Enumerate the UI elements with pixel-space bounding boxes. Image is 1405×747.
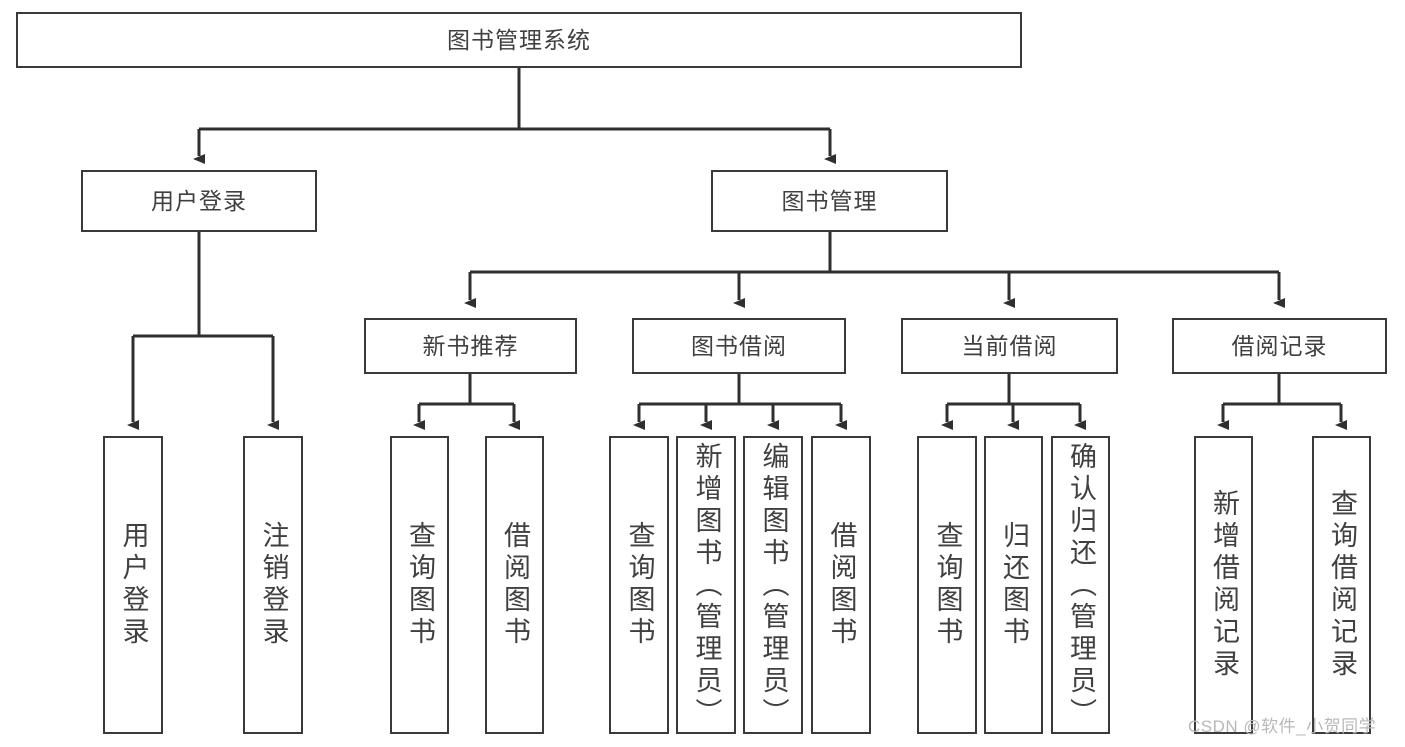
watermark: CSDN @软件_小贺同学: [1188, 717, 1377, 736]
node-label: 查询图书: [624, 521, 655, 649]
node-label: 图书管理系统: [447, 26, 591, 53]
leaf-new-book-query-book[interactable]: 查询图书: [390, 436, 449, 734]
node-label: 当前借阅: [961, 332, 1058, 359]
node-book-borrow[interactable]: 图书借阅: [632, 318, 846, 374]
leaf-borrow-records-query-record[interactable]: 查询借阅记录: [1312, 436, 1371, 734]
node-label: 查询借阅记录: [1327, 489, 1357, 681]
node-book-management[interactable]: 图书管理: [711, 170, 948, 232]
node-user-login[interactable]: 用户登录: [81, 170, 317, 232]
node-label: 借阅图书: [500, 521, 530, 649]
node-label: 借阅图书: [826, 521, 857, 649]
leaf-current-borrow-return-book[interactable]: 归还图书: [984, 436, 1043, 734]
leaf-user-login-signin[interactable]: 用户登录: [103, 436, 163, 734]
leaf-new-book-borrow-book[interactable]: 借阅图书: [485, 436, 544, 734]
node-current-borrow[interactable]: 当前借阅: [901, 318, 1118, 374]
node-label: 归还图书: [999, 521, 1029, 649]
node-borrow-records[interactable]: 借阅记录: [1172, 318, 1387, 374]
node-label: 编辑图书（管理员）: [758, 442, 789, 730]
leaf-book-borrow-add-book-admin[interactable]: 新增图书（管理员）: [676, 436, 736, 734]
node-root-book-management-system[interactable]: 图书管理系统: [16, 12, 1022, 68]
node-label: 查询图书: [405, 521, 435, 649]
leaf-borrow-records-add-record[interactable]: 新增借阅记录: [1194, 436, 1253, 734]
leaf-book-borrow-edit-book-admin[interactable]: 编辑图书（管理员）: [743, 436, 803, 734]
node-label: 用户登录: [118, 521, 149, 649]
node-label: 新增图书（管理员）: [691, 442, 722, 730]
leaf-user-login-signout[interactable]: 注销登录: [243, 436, 303, 734]
node-label: 新增借阅记录: [1209, 489, 1239, 681]
node-label: 注销登录: [258, 521, 289, 649]
leaf-book-borrow-borrow-book[interactable]: 借阅图书: [811, 436, 871, 734]
node-new-book-recommend[interactable]: 新书推荐: [364, 318, 577, 374]
node-label: 用户登录: [151, 187, 247, 214]
node-label: 查询图书: [932, 521, 963, 649]
node-label: 图书管理: [781, 187, 878, 214]
node-label: 确认归还（管理员）: [1066, 442, 1096, 730]
leaf-current-borrow-query-book[interactable]: 查询图书: [917, 436, 977, 734]
leaf-book-borrow-query-book[interactable]: 查询图书: [609, 436, 669, 734]
node-label: 新书推荐: [422, 332, 519, 359]
node-label: 图书借阅: [691, 332, 787, 359]
node-label: 借阅记录: [1231, 332, 1328, 359]
leaf-current-borrow-confirm-return-admin[interactable]: 确认归还（管理员）: [1051, 436, 1110, 734]
